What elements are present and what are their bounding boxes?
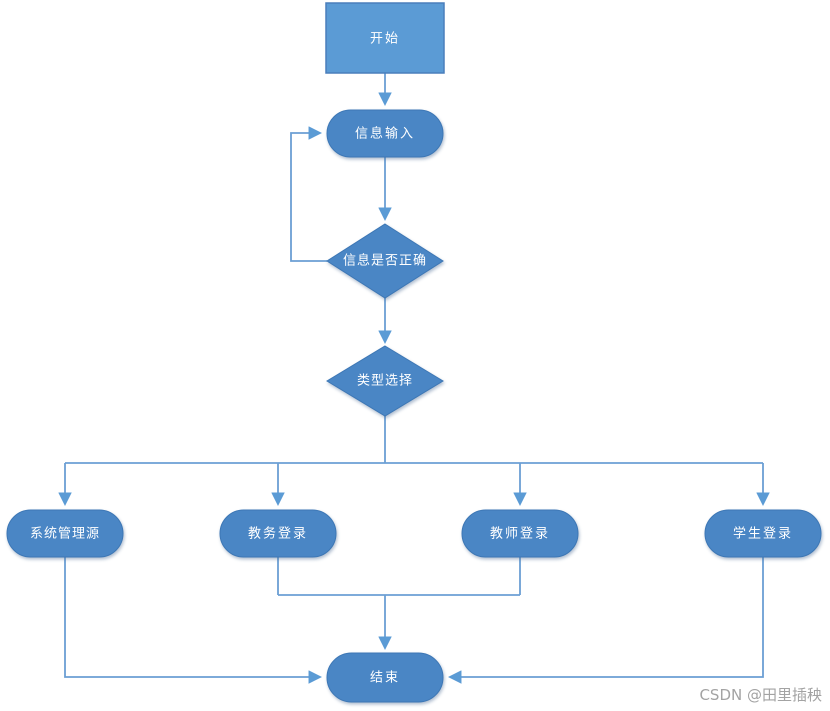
node-end: 结束 <box>326 652 444 703</box>
admin-stadium-shape <box>6 509 124 558</box>
node-admin: 系统管理源 <box>6 509 124 558</box>
edge-student-to-end <box>447 557 764 684</box>
info-input-stadium-shape <box>326 109 444 158</box>
node-end-label: 结束 <box>370 671 400 686</box>
node-teacher-label: 教师登录 <box>490 526 550 542</box>
teacher-stadium-shape <box>461 509 579 558</box>
node-info-check: 信息是否正确 <box>326 223 444 299</box>
edges-layer <box>58 73 770 684</box>
node-student: 学生登录 <box>704 509 822 558</box>
node-info-input: 信息输入 <box>326 109 444 158</box>
node-academic: 教务登录 <box>219 509 337 558</box>
type-select-diamond-shape <box>326 345 444 417</box>
info-check-diamond-shape <box>326 223 444 299</box>
edge-admin-to-end <box>64 557 323 684</box>
node-start: 开始 <box>325 2 445 74</box>
start-rect-shape <box>325 2 445 74</box>
node-teacher: 教师登录 <box>461 509 579 558</box>
node-type-select-label: 类型选择 <box>357 374 413 389</box>
node-type-select: 类型选择 <box>326 345 444 417</box>
academic-stadium-shape <box>219 509 337 558</box>
node-student-label: 学生登录 <box>733 526 793 542</box>
nodes-layer: 开始 信息输入 信息是否正确 类型选择 系统管理源 <box>6 2 822 703</box>
node-admin-label: 系统管理源 <box>30 527 100 542</box>
node-info-check-label: 信息是否正确 <box>343 253 427 269</box>
student-stadium-shape <box>704 509 822 558</box>
watermark-text: CSDN @田里插秧 <box>699 686 822 704</box>
edge-loopback-info-check-to-info-input <box>290 126 327 262</box>
end-stadium-shape <box>326 652 444 703</box>
node-academic-label: 教务登录 <box>248 526 308 542</box>
node-start-label: 开始 <box>370 32 400 47</box>
node-info-input-label: 信息输入 <box>355 126 415 142</box>
